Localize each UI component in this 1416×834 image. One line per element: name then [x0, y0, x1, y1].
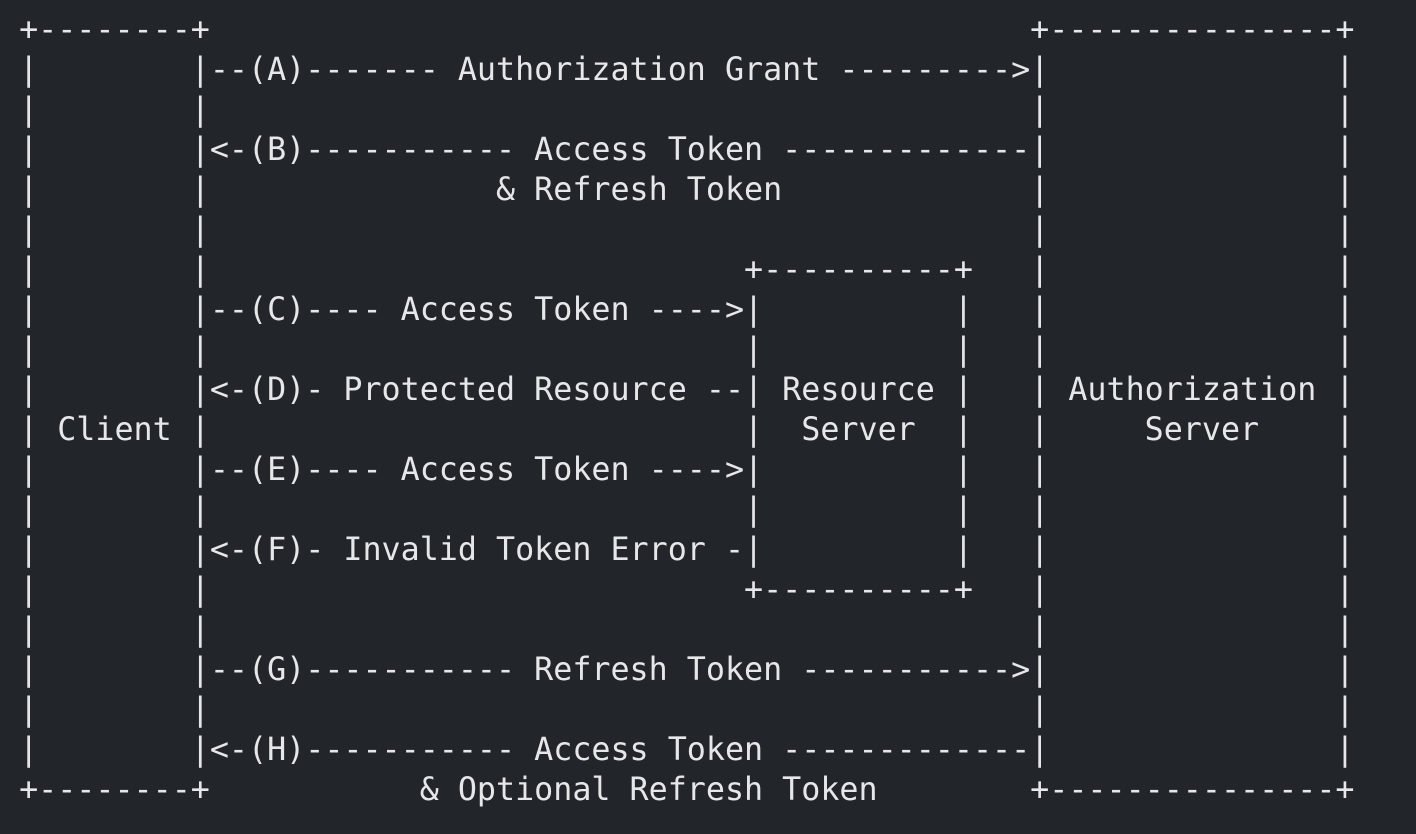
diagram-line: | | & Refresh Token | | [0, 172, 1355, 208]
diagram-line: | Client | | Server | | Server | [0, 412, 1355, 448]
diagram-line: | |--(E)---- Access Token ---->| | | | [0, 452, 1355, 488]
diagram-line: | | +----------+ | | [0, 572, 1355, 608]
diagram-line: | | | | [0, 212, 1355, 248]
diagram-line: | | | | | | [0, 332, 1355, 368]
diagram-line: | |--(A)------- Authorization Grant ----… [0, 52, 1355, 88]
diagram-line: | | | | [0, 612, 1355, 648]
diagram-line: +--------+ +---------------+ [0, 12, 1355, 48]
diagram-line: | |<-(D)- Protected Resource --| Resourc… [0, 372, 1355, 408]
diagram-line: | | +----------+ | | [0, 252, 1355, 288]
diagram-line: | |<-(F)- Invalid Token Error -| | | | [0, 532, 1355, 568]
diagram-line: | |--(G)----------- Refresh Token ------… [0, 652, 1355, 688]
diagram-line: | | | | [0, 692, 1355, 728]
diagram-line: | |<-(H)----------- Access Token -------… [0, 732, 1355, 768]
diagram-line: | | | | | | [0, 492, 1355, 528]
diagram-line: | |<-(B)----------- Access Token -------… [0, 132, 1355, 168]
diagram-line: | |--(C)---- Access Token ---->| | | | [0, 292, 1355, 328]
diagram-line: | | | | [0, 92, 1355, 128]
diagram-line: +--------+ & Optional Refresh Token +---… [0, 772, 1355, 808]
